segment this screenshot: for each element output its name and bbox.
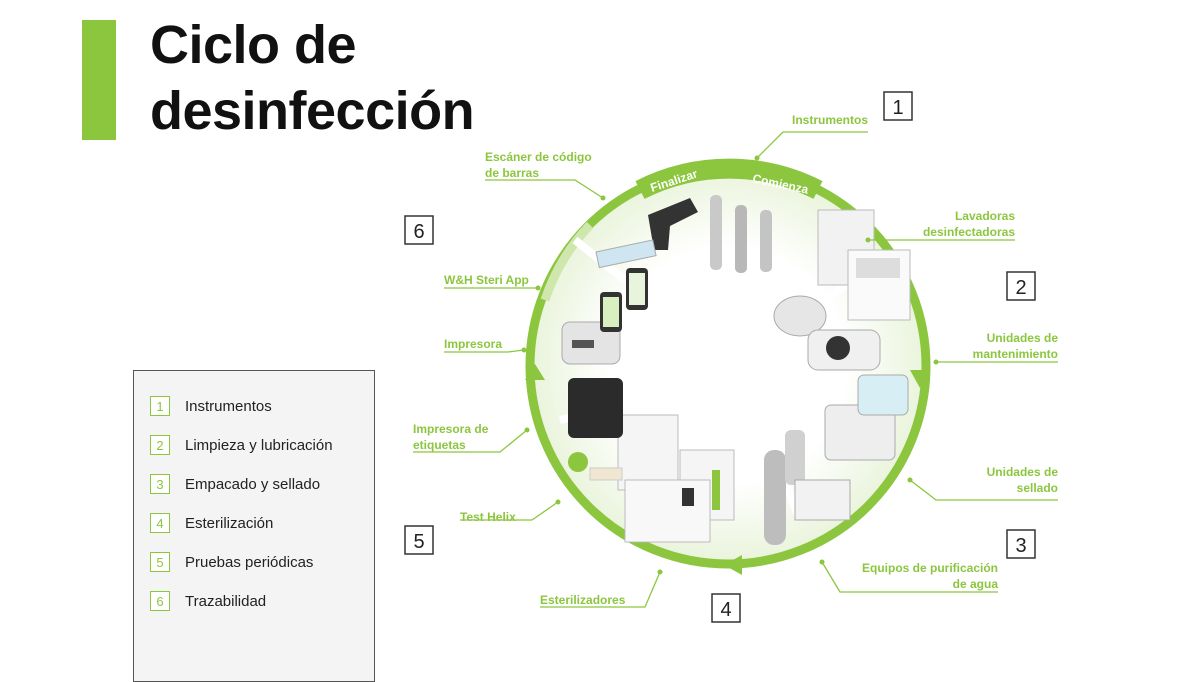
title-line-1: Ciclo de <box>150 15 357 75</box>
label-instrumentos: Instrumentos <box>792 113 868 127</box>
label-agua-line2: de agua <box>953 577 999 591</box>
label-lavadoras-line2: desinfectadoras <box>923 225 1015 239</box>
cycle-center <box>660 298 796 434</box>
label-test-helix: Test Helix <box>460 510 516 524</box>
leader-lines <box>413 131 1058 608</box>
legend-box: 1 Instrumentos 2 Limpieza y lubricación … <box>133 370 375 682</box>
label-esterilizadores: Esterilizadores <box>540 593 626 607</box>
ring-arrow-bottom <box>724 555 742 575</box>
label-escaner-line1: Escáner de código <box>485 150 592 164</box>
label-steri-app: W&H Steri App <box>444 273 529 287</box>
step-box-1: 1 <box>883 91 913 121</box>
step-number-4: 4 <box>720 599 731 621</box>
product-pouches <box>595 239 657 269</box>
step-box-2: 2 <box>1006 271 1036 301</box>
disinfection-cycle-diagram: Finalizar Comienza <box>404 91 1059 623</box>
legend-number: 1 <box>150 396 170 416</box>
product-phones-app <box>600 268 648 332</box>
title-line-2: desinfección <box>150 81 475 141</box>
product-sealing-unit <box>824 374 909 461</box>
label-mantenimiento-line1: Unidades de <box>987 331 1059 345</box>
label-escaner-line2: de barras <box>485 166 539 180</box>
ring-arrow-right <box>910 370 930 388</box>
legend-label: Empacado y sellado <box>185 475 321 493</box>
label-agua-line1: Equipos de purificación <box>862 561 998 575</box>
label-mantenimiento-line2: mantenimiento <box>973 347 1058 361</box>
cycle-top-band <box>635 158 823 199</box>
product-handpieces <box>710 195 772 273</box>
step-box-3: 3 <box>1006 529 1036 559</box>
label-etiquetas-line2: etiquetas <box>413 438 466 452</box>
product-washer-disinfector <box>817 209 911 321</box>
label-etiquetas-line1: Impresora de <box>413 422 489 436</box>
legend-number: 3 <box>150 474 170 494</box>
step-box-5: 5 <box>404 525 434 555</box>
product-printer <box>561 321 621 365</box>
page-title: Ciclo de desinfección <box>150 12 475 144</box>
legend-number: 6 <box>150 591 170 611</box>
product-sterilizers <box>617 414 735 543</box>
label-lavadoras-line1: Lavadoras <box>955 209 1015 223</box>
legend-item: 5 Pruebas periódicas <box>150 551 313 573</box>
cycle-ring-light-segment <box>540 221 594 302</box>
legend-item: 2 Limpieza y lubricación <box>150 434 333 456</box>
product-barcode-scanner <box>648 198 698 250</box>
ring-arrow-left <box>525 364 545 380</box>
step-number-2: 2 <box>1015 277 1026 299</box>
product-maintenance-unit <box>773 295 881 371</box>
label-sellado-line2: sellado <box>1017 481 1058 495</box>
leader-dots <box>521 155 939 575</box>
legend-item: 6 Trazabilidad <box>150 590 266 612</box>
legend-label: Limpieza y lubricación <box>185 436 333 454</box>
legend-label: Instrumentos <box>185 397 272 415</box>
step-number-3: 3 <box>1015 535 1026 557</box>
legend-label: Esterilización <box>185 514 274 532</box>
label-impresora: Impresora <box>444 337 502 351</box>
product-water-purification <box>764 430 851 545</box>
step-box-4: 4 <box>711 593 741 623</box>
legend-number: 4 <box>150 513 170 533</box>
legend-label: Pruebas periódicas <box>185 553 314 571</box>
label-sellado-line1: Unidades de <box>987 465 1059 479</box>
step-box-6: 6 <box>404 215 434 245</box>
legend-item: 1 Instrumentos <box>150 395 272 417</box>
legend-number: 5 <box>150 552 170 572</box>
legend-item: 3 Empacado y sellado <box>150 473 320 495</box>
step-number-6: 6 <box>413 221 424 243</box>
legend-number: 2 <box>150 435 170 455</box>
product-label-printer <box>568 378 623 438</box>
title-accent-bar <box>82 20 116 140</box>
legend-label: Trazabilidad <box>185 592 267 610</box>
step-number-5: 5 <box>413 531 424 553</box>
product-test-helix <box>568 452 623 481</box>
step-number-1: 1 <box>892 97 903 119</box>
legend-item: 4 Esterilización <box>150 512 273 534</box>
